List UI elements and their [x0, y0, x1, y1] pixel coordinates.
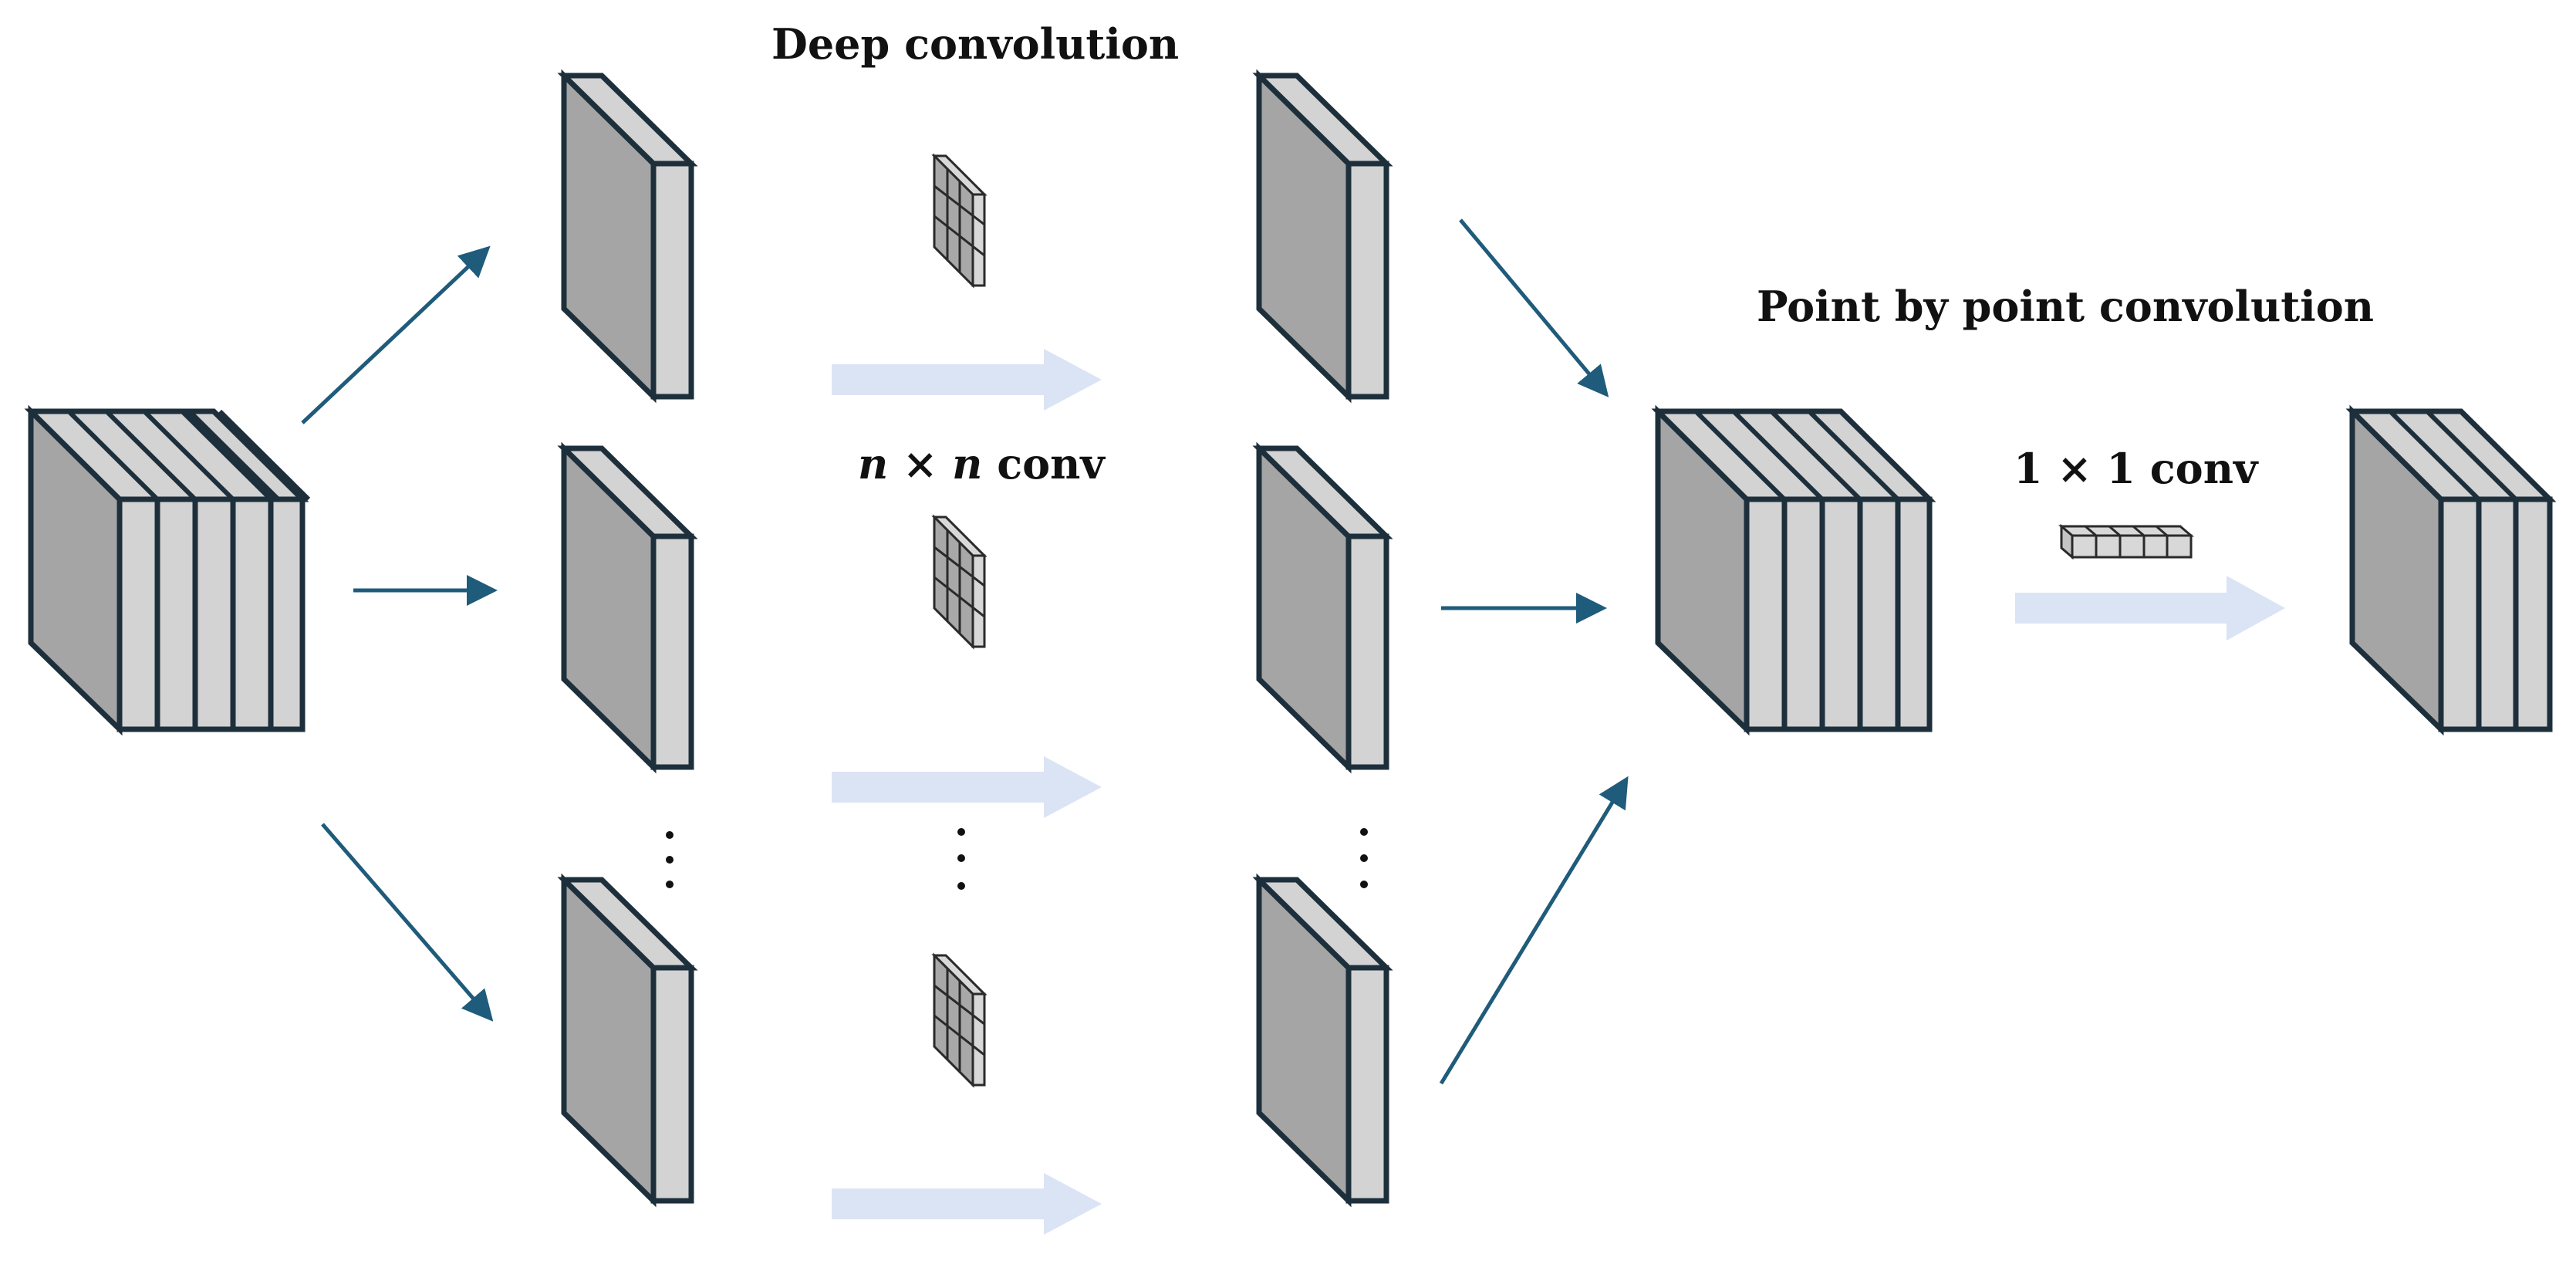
- arrow: [1439, 776, 1629, 1085]
- flow-arrow: [2015, 576, 2285, 641]
- channel-slice: [1252, 69, 1393, 404]
- depthwise-kernel-label: n × n conv: [858, 439, 1106, 489]
- ellipsis-dots: [666, 831, 674, 888]
- pointwise-kernel-label: 1 × 1 conv: [2014, 444, 2259, 493]
- depthwise-kernel: [931, 153, 988, 289]
- pointwise-kernel: [2058, 523, 2195, 560]
- flow-arrow: [832, 1173, 1102, 1235]
- pointwise-title: Point by point convolution: [1757, 282, 2374, 331]
- ellipsis-dots: [957, 828, 965, 890]
- kernel-size-n: n: [858, 439, 888, 489]
- channel-slice: [557, 69, 698, 404]
- kernel-size-n: n: [952, 439, 982, 489]
- times-sign: ×: [888, 439, 952, 489]
- merged-tensor-block: [1651, 404, 1936, 736]
- arrow: [321, 823, 494, 1022]
- conv-word: conv: [982, 439, 1106, 489]
- flow-arrow: [832, 756, 1102, 818]
- channel-slice: [557, 441, 698, 774]
- depthwise-kernel: [931, 952, 988, 1088]
- depthwise-kernel: [931, 514, 988, 650]
- channel-slice: [1252, 873, 1393, 1208]
- output-tensor-block: [2345, 404, 2557, 736]
- input-tensor-block: [24, 404, 311, 736]
- arrow: [1459, 218, 1609, 397]
- depthwise-title: Deep convolution: [771, 19, 1179, 69]
- ellipsis-dots: [1360, 828, 1368, 888]
- channel-slice: [1252, 441, 1393, 774]
- flow-arrow: [832, 349, 1102, 411]
- arrow: [301, 245, 491, 424]
- channel-slice: [557, 873, 698, 1208]
